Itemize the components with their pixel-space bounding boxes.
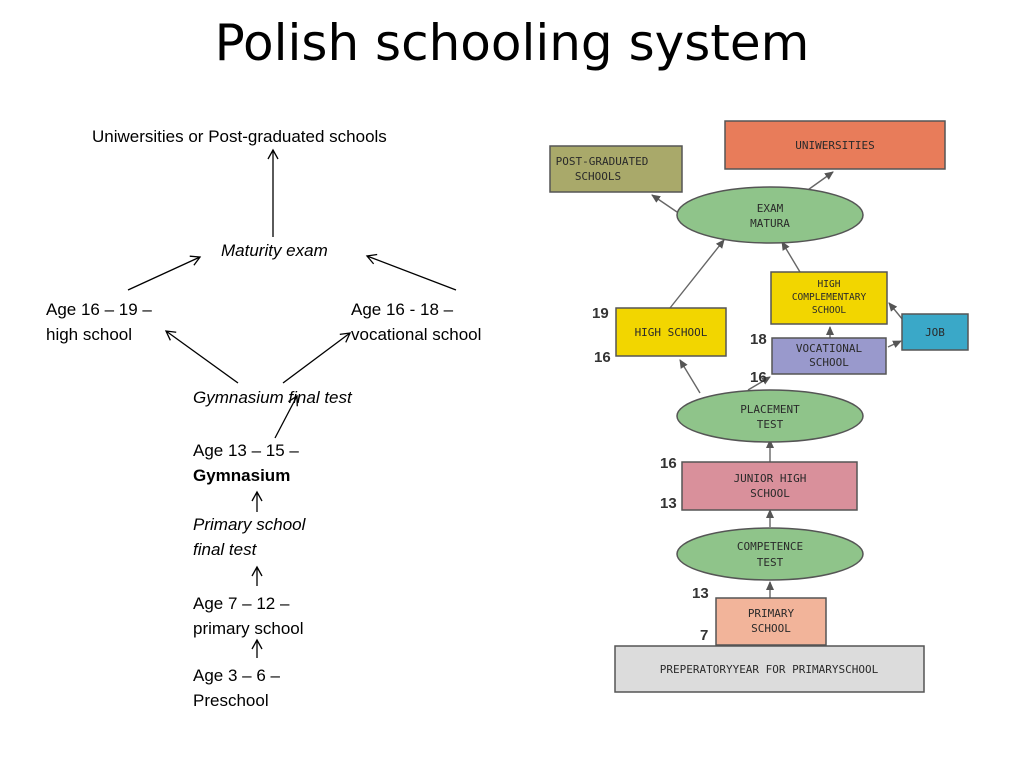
- label-gymnasium-test: Gymnasium final test: [193, 388, 352, 407]
- arrow-high-school-to-maturity: [127, 255, 202, 291]
- svg-text:TEST: TEST: [757, 556, 784, 569]
- label-primary-line1: Age 7 – 12 –: [193, 594, 290, 613]
- label-primary-test: Primary school final test: [193, 512, 305, 562]
- label-gymnasium: Age 13 – 15 – Gymnasium: [193, 438, 299, 488]
- label-high-school-line2: high school: [46, 325, 133, 344]
- label-high-school: Age 16 – 19 – high school: [46, 297, 152, 347]
- svg-text:PRIMARY: PRIMARY: [748, 607, 795, 620]
- age-16-high-school: 16: [594, 349, 611, 366]
- svg-text:HIGH: HIGH: [818, 279, 841, 290]
- svg-text:VOCATIONAL: VOCATIONAL: [796, 342, 863, 355]
- svg-text:PLACEMENT: PLACEMENT: [740, 403, 800, 416]
- svg-text:HIGH SCHOOL: HIGH SCHOOL: [635, 326, 708, 339]
- box-vocational: VOCATIONAL SCHOOL: [771, 337, 887, 375]
- label-preschool-line1: Age 3 – 6 –: [193, 666, 280, 685]
- arrow-gymnasium-test-to-high-school: [164, 330, 239, 384]
- arrow-vocational-to-maturity: [365, 253, 457, 291]
- label-high-school-line1: Age 16 – 19 –: [46, 300, 152, 319]
- age-13-junior: 13: [660, 495, 677, 512]
- label-maturity-exam: Maturity exam: [221, 241, 328, 260]
- box-post-graduated: POST-GRADUATED SCHOOLS: [549, 145, 683, 193]
- age-7: 7: [700, 627, 708, 644]
- ellipse-placement-test: PLACEMENT TEST: [676, 389, 864, 443]
- box-job: JOB: [901, 313, 969, 351]
- connector-high-school-to-exam: [669, 239, 725, 309]
- ellipse-exam-matura: EXAM MATURA: [676, 186, 864, 244]
- label-preschool: Age 3 – 6 – Preschool: [193, 663, 280, 713]
- label-gymnasium-line1: Age 13 – 15 –: [193, 441, 299, 460]
- svg-text:COMPLEMENTARY: COMPLEMENTARY: [792, 292, 867, 303]
- connector-placement-to-high-school: [679, 359, 701, 394]
- svg-text:SCHOOLS: SCHOOLS: [575, 170, 621, 183]
- svg-text:SCHOOL: SCHOOL: [750, 487, 790, 500]
- label-vocational-school: Age 16 - 18 – vocational school: [351, 297, 481, 347]
- age-16-junior: 16: [660, 455, 677, 472]
- connector-exam-to-post-graduated: [651, 194, 678, 213]
- label-vocational-line2: vocational school: [351, 325, 482, 344]
- page-title: Polish schooling system: [214, 14, 810, 72]
- box-high-complementary: HIGH COMPLEMENTARY SCHOOL: [770, 271, 888, 325]
- svg-text:PREPERATORYYEAR FOR PRIMARYSCH: PREPERATORYYEAR FOR PRIMARYSCHOOL: [660, 663, 879, 676]
- svg-text:JUNIOR HIGH: JUNIOR HIGH: [734, 472, 807, 485]
- svg-text:JOB: JOB: [925, 326, 945, 339]
- arrow-gymnasium-test-to-vocational: [282, 332, 352, 384]
- label-primary-test-line2: final test: [193, 540, 257, 559]
- label-primary-test-line1: Primary school: [193, 515, 306, 534]
- label-primary-line2: primary school: [193, 619, 304, 638]
- svg-text:SCHOOL: SCHOOL: [751, 622, 791, 635]
- age-13-primary: 13: [692, 585, 709, 602]
- age-19: 19: [592, 305, 609, 322]
- arrow-gymnasium-to-gymnasium-test: [274, 394, 298, 439]
- left-flow-arrows: [127, 148, 457, 658]
- svg-text:UNIWERSITIES: UNIWERSITIES: [795, 139, 874, 152]
- svg-text:SCHOOL: SCHOOL: [812, 305, 847, 316]
- label-preschool-line2: Preschool: [193, 691, 269, 710]
- connector-high-comp-to-exam: [781, 241, 801, 273]
- age-16-vocational: 16: [750, 369, 767, 386]
- svg-text:SCHOOL: SCHOOL: [809, 356, 849, 369]
- box-high-school: HIGH SCHOOL: [615, 307, 727, 357]
- label-gymnasium-line2: Gymnasium: [193, 466, 291, 485]
- box-primary: PRIMARY SCHOOL: [715, 597, 827, 646]
- age-18: 18: [750, 331, 767, 348]
- connector-vocational-to-job: [887, 340, 902, 348]
- ellipse-competence-test: COMPETENCE TEST: [676, 527, 864, 581]
- box-universities: UNIWERSITIES: [724, 120, 946, 170]
- svg-text:MATURA: MATURA: [750, 217, 790, 230]
- svg-text:EXAM: EXAM: [757, 202, 784, 215]
- svg-text:POST-GRADUATED: POST-GRADUATED: [556, 155, 649, 168]
- box-junior-high: JUNIOR HIGH SCHOOL: [681, 461, 858, 511]
- label-primary-school: Age 7 – 12 – primary school: [193, 591, 304, 641]
- box-preparatory-year: PREPERATORYYEAR FOR PRIMARYSCHOOL: [614, 645, 925, 693]
- label-vocational-line1: Age 16 - 18 –: [351, 300, 454, 319]
- svg-text:COMPETENCE: COMPETENCE: [737, 540, 803, 553]
- label-universities: Uniwersities or Post-graduated schools: [92, 127, 387, 146]
- svg-text:TEST: TEST: [757, 418, 784, 431]
- connector-exam-to-universities: [804, 171, 834, 193]
- connector-job-to-high-comp: [888, 302, 904, 321]
- connector-placement-to-vocational: [747, 376, 771, 391]
